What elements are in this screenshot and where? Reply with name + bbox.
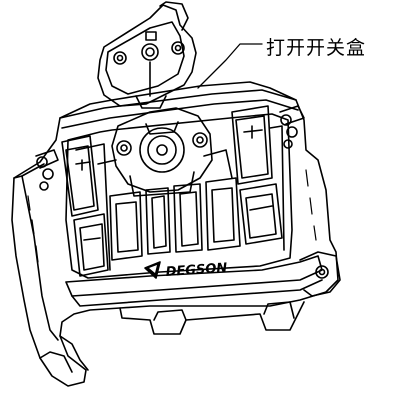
pivot-disc xyxy=(139,127,185,173)
lid-screw-left xyxy=(113,51,127,65)
mount-hole xyxy=(315,265,329,279)
brand-logo: DEGSON xyxy=(144,261,228,280)
brand-name: DEGSON xyxy=(165,261,228,280)
body-ribs xyxy=(27,169,317,263)
left-clamp xyxy=(35,135,109,277)
fuse-holder xyxy=(111,107,213,197)
fuse-lid-open xyxy=(97,1,197,109)
center-compartments xyxy=(97,149,241,261)
terminal-body xyxy=(11,81,341,387)
callout-leader xyxy=(197,43,263,89)
callout-label: 打开开关盒 xyxy=(266,37,367,59)
lid-screw-center xyxy=(141,43,159,61)
lid-screw-right xyxy=(171,41,185,55)
right-clamp xyxy=(231,105,305,245)
